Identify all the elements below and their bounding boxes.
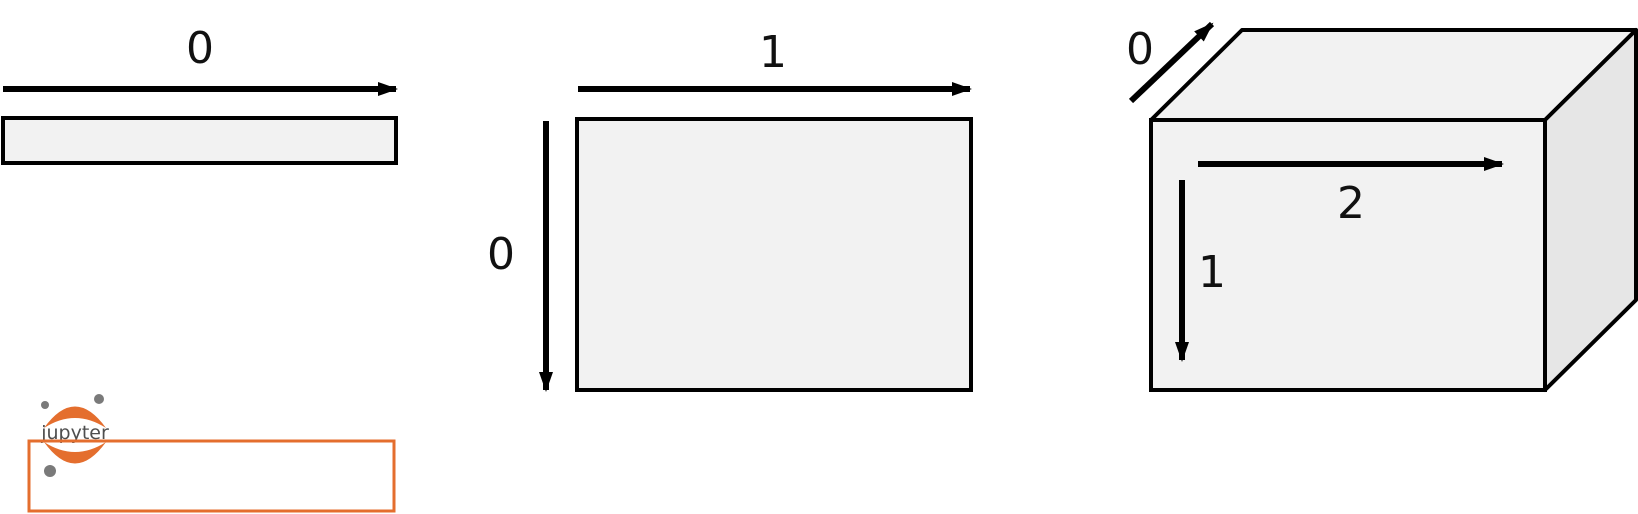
axis-2-label-3d: 2 [1337,178,1365,229]
three-d-array: 0 2 1 [1126,21,1638,392]
two-d-array: 1 0 [487,27,973,392]
axis-1-label-2d: 1 [759,27,787,78]
logo-bottom-arc [44,442,106,464]
logo-moon-large [44,465,56,477]
two-d-array-box [575,117,973,392]
axis-0-label-1d: 0 [186,23,214,74]
axis-0-label-2d: 0 [487,229,515,280]
axis-0-arrow-3d [1128,21,1215,104]
one-d-array-box [1,116,398,165]
logo-top-arc [44,406,106,428]
axis-0-label-3d: 0 [1126,24,1154,75]
logo-moon-small [41,401,49,409]
orange-highlight-box [27,439,396,513]
logo-wordmark: jupyter [40,422,109,444]
one-d-array: 0 [1,23,398,165]
jupyter-logo: jupyter [40,394,109,477]
logo-moon-mid [94,394,104,404]
axis-1-label-3d: 1 [1198,247,1226,298]
